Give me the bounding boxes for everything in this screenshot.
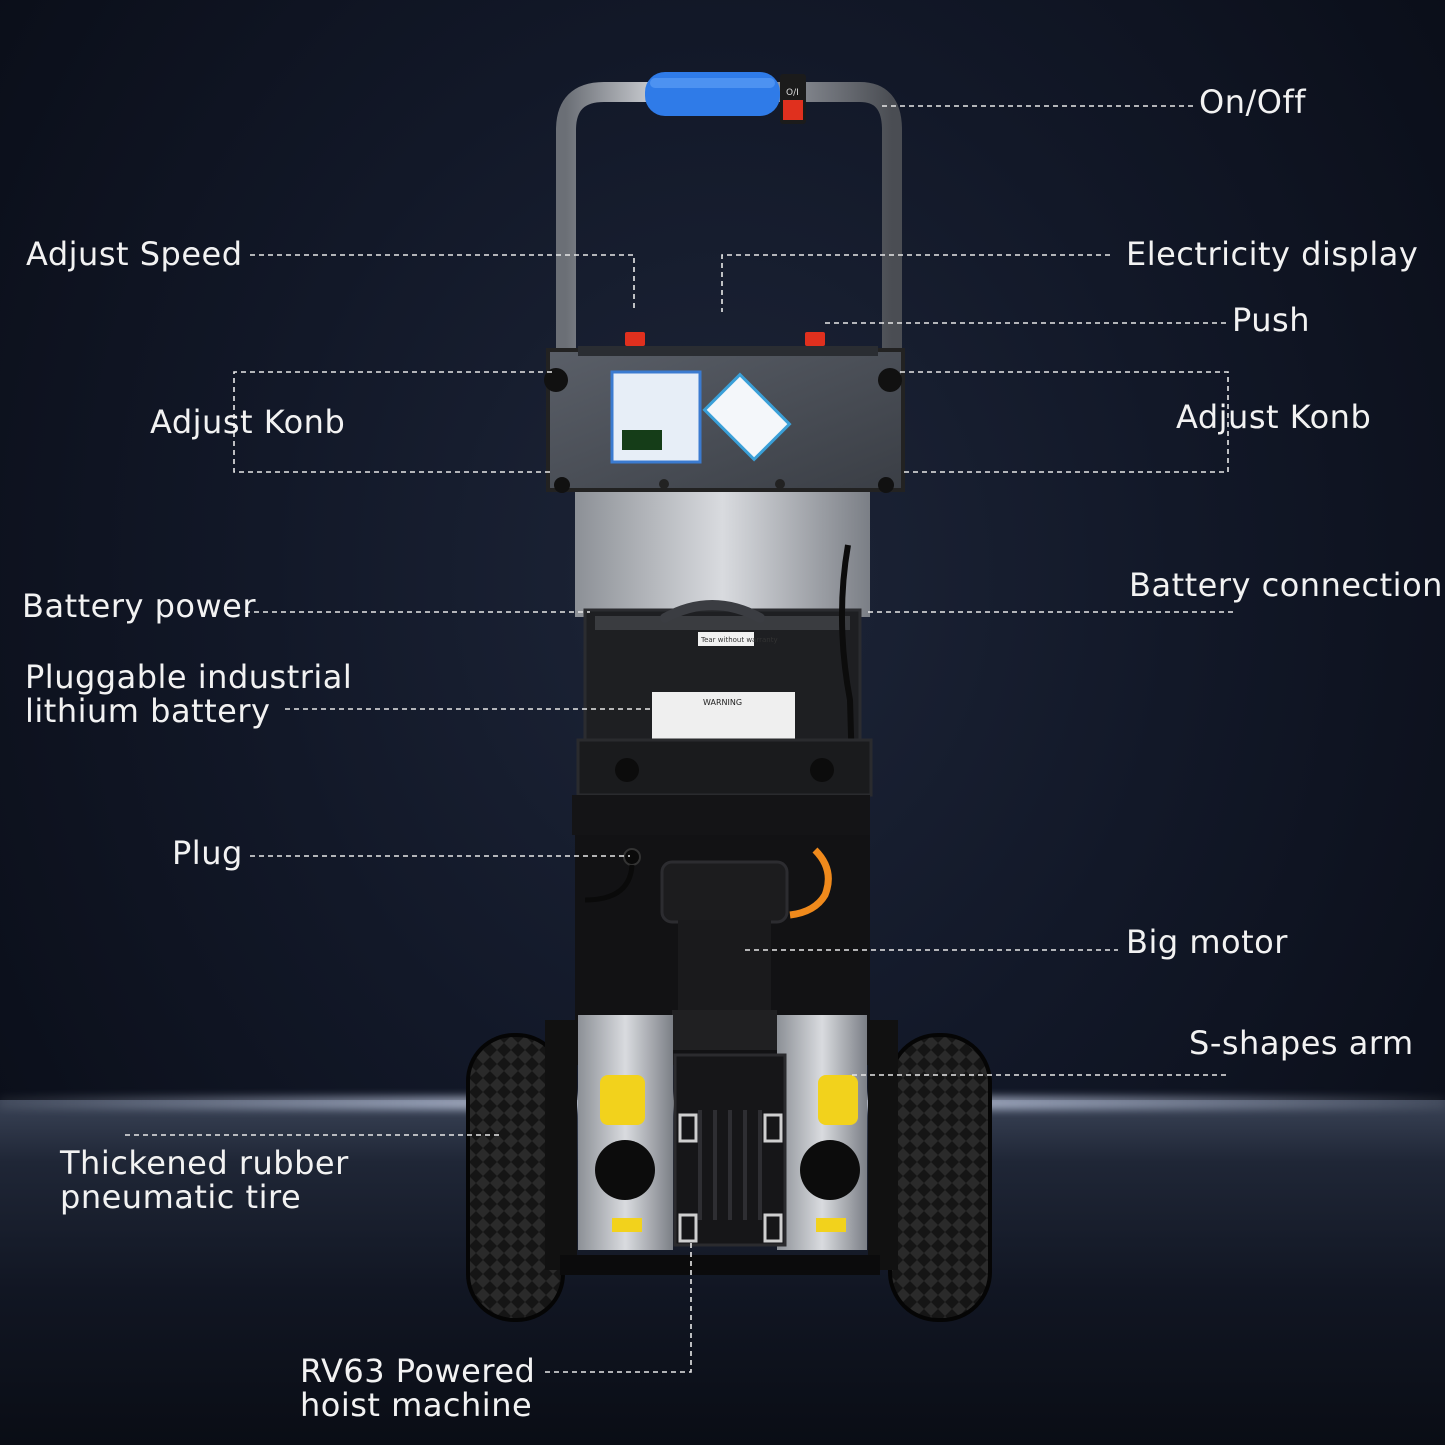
label-battery-power: Battery power [22, 587, 257, 625]
orange-hose [789, 847, 832, 919]
speed-switch [625, 332, 645, 346]
label-pluggable-battery-line1: Pluggable industrial [25, 658, 353, 696]
label-s-shapes-arm: S-shapes arm [1189, 1024, 1414, 1062]
label-adjust-knob-left: Adjust Konb [150, 403, 346, 441]
leader-lines [125, 105, 1233, 1373]
back-plate [575, 492, 870, 617]
roller-right [818, 1075, 858, 1125]
label-hoist-line2: hoist machine [300, 1386, 533, 1424]
roller-left [600, 1075, 645, 1125]
label-push: Push [1232, 301, 1310, 339]
battery-handle [660, 600, 765, 623]
diamond-sticker [702, 372, 792, 462]
push-switch [805, 332, 825, 346]
knob-right-upper [878, 368, 902, 392]
label-hoist-machine: RV63 Powered hoist machine [300, 1354, 535, 1422]
motor-fan-cover [660, 860, 789, 924]
label-pluggable-battery: Pluggable industrial lithium battery [25, 660, 352, 728]
label-pluggable-battery-line2: lithium battery [25, 692, 271, 730]
label-battery-connection: Battery connection [1129, 566, 1443, 604]
switch-label: O/I [786, 88, 799, 98]
label-adjust-speed: Adjust Speed [26, 235, 243, 273]
warning-sticker [652, 692, 795, 744]
label-big-motor: Big motor [1126, 923, 1288, 961]
warranty-sticker-text: Tear without warranty [700, 636, 778, 644]
knob-left-upper [544, 368, 568, 392]
label-tire-line2: pneumatic tire [60, 1178, 302, 1216]
label-tire-line1: Thickened rubber [60, 1144, 349, 1182]
label-hoist-line1: RV63 Powered [300, 1352, 536, 1390]
battery-cable [838, 544, 855, 771]
label-adjust-knob-right: Adjust Konb [1176, 398, 1372, 436]
wheel-right [888, 1033, 992, 1322]
s-arm-right [777, 1015, 867, 1250]
plug-socket [623, 848, 641, 866]
warning-sticker-text: WARNING [703, 698, 742, 707]
motor-body [678, 920, 771, 1010]
label-electricity-display: Electricity display [1126, 235, 1419, 273]
s-arm-left [578, 1015, 673, 1250]
label-pneumatic-tire: Thickened rubber pneumatic tire [60, 1146, 349, 1214]
label-plug: Plug [172, 834, 243, 872]
warranty-sticker [698, 632, 754, 646]
label-on-off: On/Off [1199, 83, 1306, 121]
